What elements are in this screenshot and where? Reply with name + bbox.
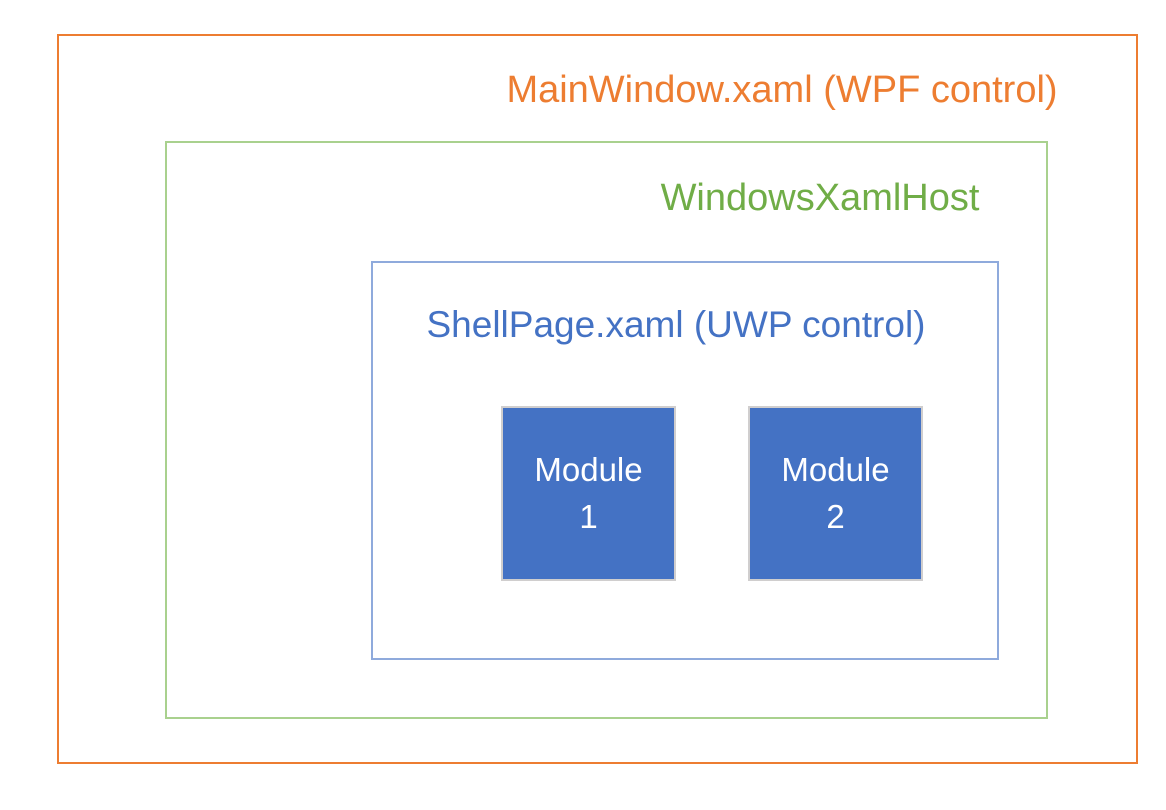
mainwindow-wpf-box (57, 34, 1138, 764)
windowsxamlhost-box (165, 141, 1048, 719)
module-1-label-line2: 1 (579, 497, 598, 535)
module-1-label-line1: Module (534, 451, 643, 489)
module-1-box: Module 1 (501, 406, 676, 581)
module-2-label-line1: Module (781, 451, 890, 489)
shellpage-uwp-box (371, 261, 999, 660)
mainwindow-wpf-label: MainWindow.xaml (WPF control) (506, 69, 1058, 111)
module-2-box: Module 2 (748, 406, 923, 581)
shellpage-uwp-label: ShellPage.xaml (UWP control) (426, 304, 926, 345)
module-2-label-line2: 2 (826, 497, 845, 535)
windowsxamlhost-label: WindowsXamlHost (660, 177, 980, 219)
